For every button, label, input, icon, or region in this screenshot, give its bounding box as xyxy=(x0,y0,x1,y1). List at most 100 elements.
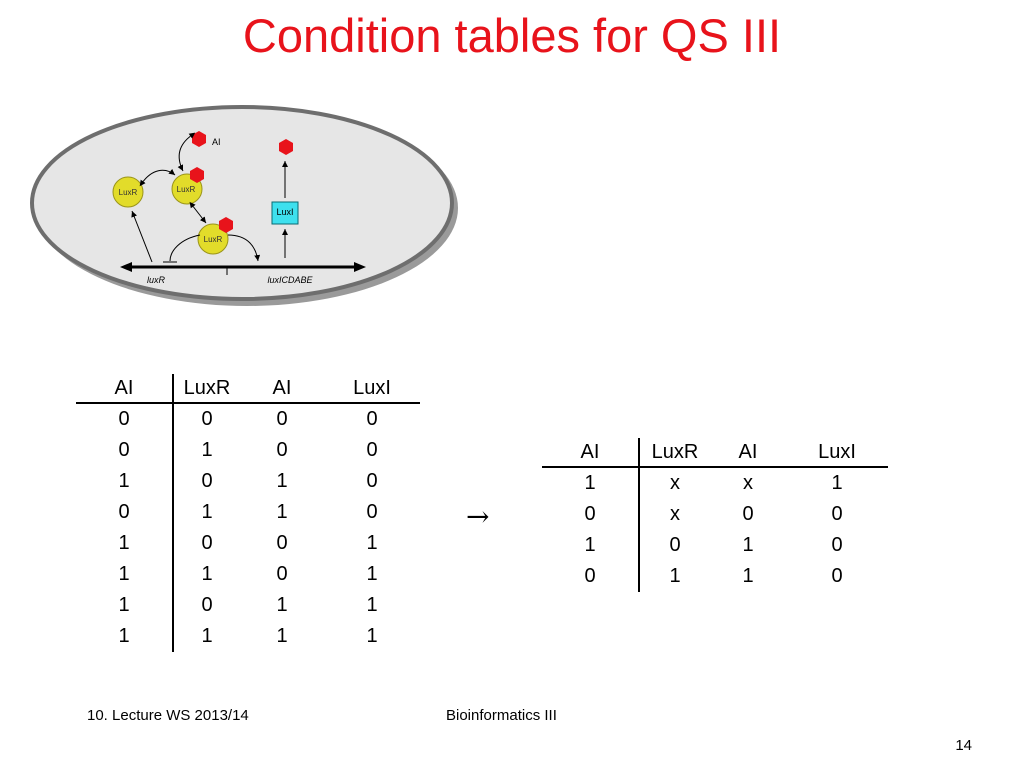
table-cell: 1 xyxy=(366,532,378,554)
table-cell: 1 xyxy=(742,565,754,587)
table-cell: 0 xyxy=(201,594,213,616)
table-cell: 1 xyxy=(76,528,174,559)
table-cell: 0 xyxy=(201,470,213,492)
luxr-label-left: LuxR xyxy=(119,188,138,197)
table-row: 1 0 1 1 xyxy=(76,590,420,621)
table-cell: 1 xyxy=(276,594,288,616)
luxr-protein-left xyxy=(112,176,144,208)
table-cell: 0 xyxy=(76,497,174,528)
dna-arrow-left xyxy=(120,262,132,272)
table-cell: 0 xyxy=(276,408,288,430)
arrow-bound-to-dna xyxy=(189,201,207,224)
footer-course: Bioinformatics III xyxy=(446,707,557,724)
table-cell: 0 xyxy=(276,532,288,554)
table-cell: 0 xyxy=(366,408,378,430)
table-cell: 1 xyxy=(831,472,843,494)
table-cell: 0 xyxy=(366,470,378,492)
table-cell: 1 xyxy=(201,563,213,585)
table-cell: 1 xyxy=(76,559,174,590)
table-cell: 1 xyxy=(542,467,640,499)
table-header-row: AI LuxR AI LuxI xyxy=(76,374,420,404)
table-cell: 0 xyxy=(542,499,640,530)
table-cell: 0 xyxy=(366,439,378,461)
header-luxr: LuxR xyxy=(639,438,710,468)
table-cell: 0 xyxy=(276,563,288,585)
luxr-label-bound: LuxR xyxy=(177,185,196,194)
table-row: 1 x x 1 xyxy=(542,467,888,499)
table-cell: 0 xyxy=(276,439,288,461)
luxi-label: LuxI xyxy=(276,207,293,217)
table-row: 0 0 0 0 xyxy=(76,403,420,435)
header-luxr: LuxR xyxy=(173,374,240,404)
header-ai: AI xyxy=(76,374,174,404)
table-cell: 1 xyxy=(542,530,640,561)
table-cell: 0 xyxy=(76,435,174,466)
footer-lecture: 10. Lecture WS 2013/14 xyxy=(87,707,249,724)
gene-operon-label: luxICDABE xyxy=(267,275,313,285)
table-cell: 0 xyxy=(831,503,843,525)
ai-molecule-dna xyxy=(219,217,233,233)
luxr-protein-dna xyxy=(197,223,229,255)
header-luxi: LuxI xyxy=(786,438,888,468)
table-cell: 1 xyxy=(76,621,174,652)
quorum-sensing-diagram: AI LuxR LuxR LuxR LuxI luxR luxICDABE xyxy=(30,105,458,306)
arrow-gene-to-luxr xyxy=(131,210,153,263)
table-cell: 1 xyxy=(76,590,174,621)
gene-luxr-label: luxR xyxy=(147,275,166,285)
ai-molecule-right xyxy=(279,139,293,155)
table-cell: x xyxy=(743,472,753,494)
cell-membrane xyxy=(30,105,454,301)
table-cell: 0 xyxy=(831,534,843,556)
table-cell: x xyxy=(670,503,680,525)
table-cell: 0 xyxy=(831,565,843,587)
table-cell: 0 xyxy=(201,408,213,430)
table-cell: 1 xyxy=(366,563,378,585)
table-header-row: AI LuxR AI LuxI xyxy=(542,438,888,468)
table-cell: 0 xyxy=(201,532,213,554)
table-cell: 0 xyxy=(76,403,174,435)
arrow-ai-to-bound xyxy=(177,132,196,172)
ai-label: AI xyxy=(212,137,221,147)
luxi-box xyxy=(271,201,299,225)
table-cell: 1 xyxy=(276,470,288,492)
dna-arrow-right xyxy=(354,262,366,272)
table-row: 1 0 1 0 xyxy=(76,466,420,497)
table-row: 0 x 0 0 xyxy=(542,499,888,530)
table-cell: 0 xyxy=(366,501,378,523)
table-cell: 1 xyxy=(742,534,754,556)
table-cell: 0 xyxy=(669,534,681,556)
slide-title: Condition tables for QS III xyxy=(242,9,782,62)
ai-molecule-bound xyxy=(190,167,204,183)
table-cell: 1 xyxy=(276,501,288,523)
table-row: 1 1 1 1 xyxy=(76,621,420,652)
ai-molecule-top xyxy=(192,131,206,147)
transform-arrow: → xyxy=(466,500,490,533)
table-row: 1 0 1 0 xyxy=(542,530,888,561)
table-row: 1 0 0 1 xyxy=(76,528,420,559)
header-ai-out: AI xyxy=(710,438,786,468)
table-row: 0 1 1 0 xyxy=(76,497,420,528)
header-ai: AI xyxy=(542,438,640,468)
table-cell: x xyxy=(670,472,680,494)
table-row: 0 1 0 0 xyxy=(76,435,420,466)
page-number: 14 xyxy=(955,737,972,754)
table-row: 1 1 0 1 xyxy=(76,559,420,590)
activation-path xyxy=(227,234,261,262)
table-cell: 0 xyxy=(742,503,754,525)
table-cell: 1 xyxy=(366,594,378,616)
table-cell: 1 xyxy=(366,625,378,647)
table-cell: 1 xyxy=(201,439,213,461)
header-luxi: LuxI xyxy=(324,374,420,404)
table-cell: 1 xyxy=(669,565,681,587)
table-cell: 1 xyxy=(276,625,288,647)
arrow-luxr-to-bound xyxy=(139,168,176,187)
repression-path xyxy=(169,234,201,262)
table-cell: 1 xyxy=(201,501,213,523)
luxr-label-dna: LuxR xyxy=(204,235,223,244)
table-cell: 1 xyxy=(201,625,213,647)
table-cell: 1 xyxy=(76,466,174,497)
header-ai-out: AI xyxy=(240,374,324,404)
